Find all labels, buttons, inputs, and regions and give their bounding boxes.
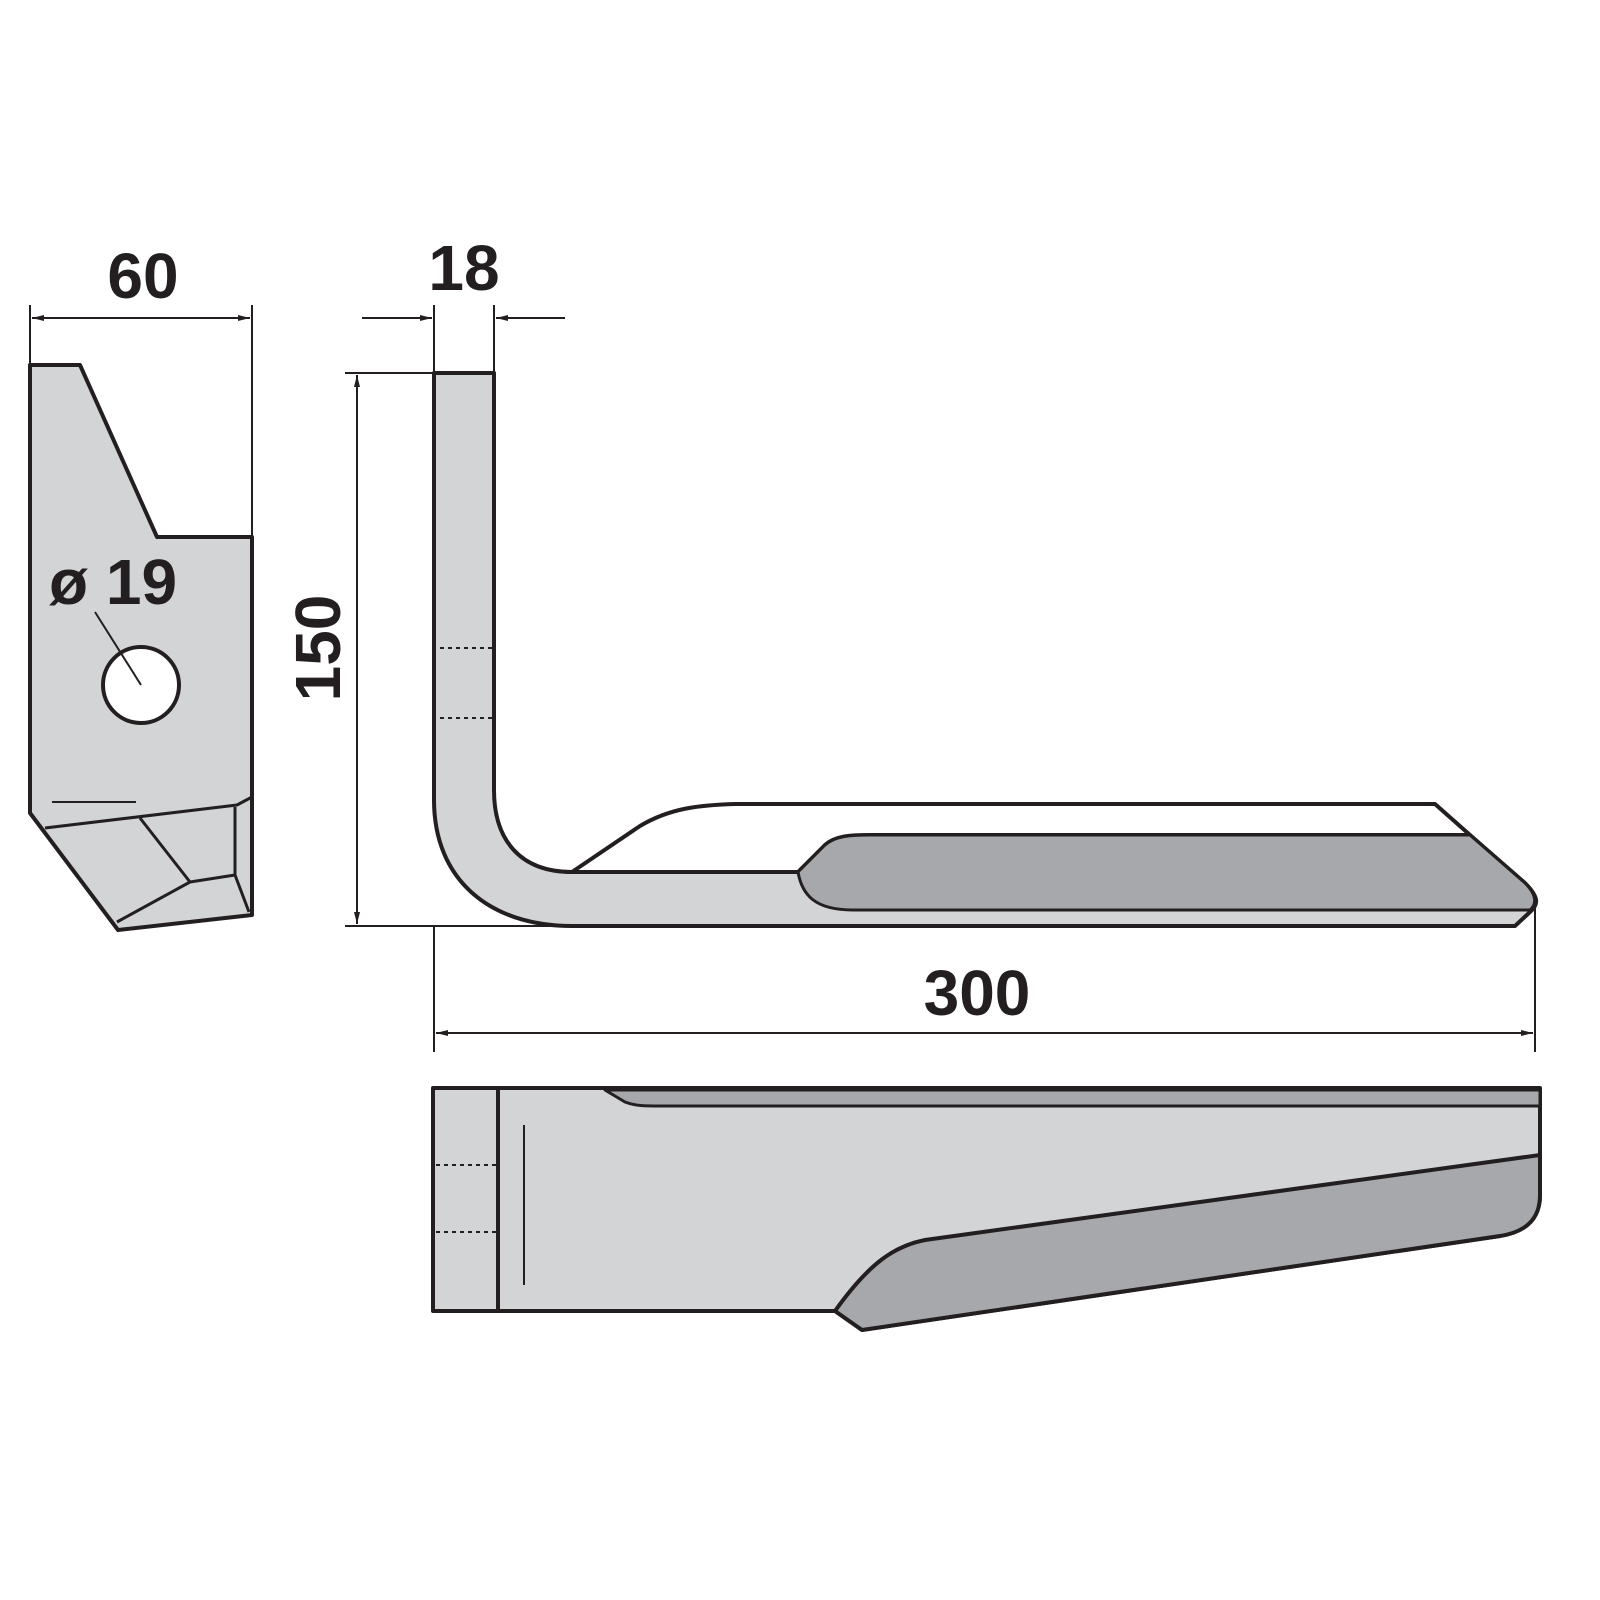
width-dimension-label: 60 xyxy=(107,240,178,312)
thickness-dimension-label: 18 xyxy=(428,232,499,304)
height-dimension-label: 150 xyxy=(282,595,354,702)
dimension-lines xyxy=(29,305,1536,1052)
length-dimension-label: 300 xyxy=(924,957,1031,1029)
side-view xyxy=(28,363,254,932)
hole-diameter-label: ø 19 xyxy=(49,546,177,618)
front-view xyxy=(432,371,1539,928)
top-view xyxy=(431,1086,1542,1332)
